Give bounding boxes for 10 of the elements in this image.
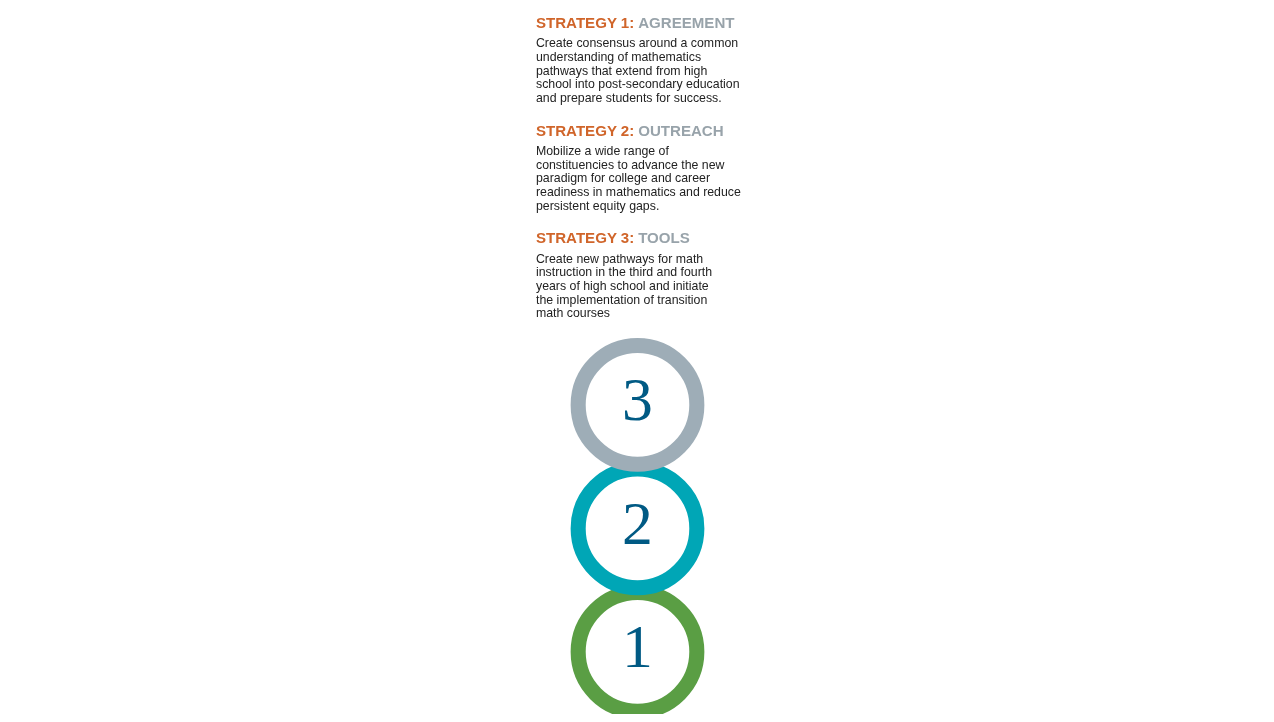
label: STRATEGY 3: [535,229,634,247]
label: STRATEGY 2: [535,121,634,139]
label: OUTREACH [637,121,724,139]
label: AGREEMENT [637,14,735,32]
label: Create consensus around a common understanding of mathematics pathways that extend from high school into post-secondary education and prepare students for success. [535,36,740,105]
label: STRATEGY 1: [535,14,634,32]
label: Create new pathways for math instruction in the third and fourth years of high school and initiate the implementation of transition math courses [535,251,712,321]
node-circle: 3 [570,338,704,472]
label: Mobilize a wide range of constituencies to advance the new paradigm for college and career readiness in mathematics and reduce persistent equity gaps. [535,143,741,213]
label: TOOLS [637,229,690,247]
